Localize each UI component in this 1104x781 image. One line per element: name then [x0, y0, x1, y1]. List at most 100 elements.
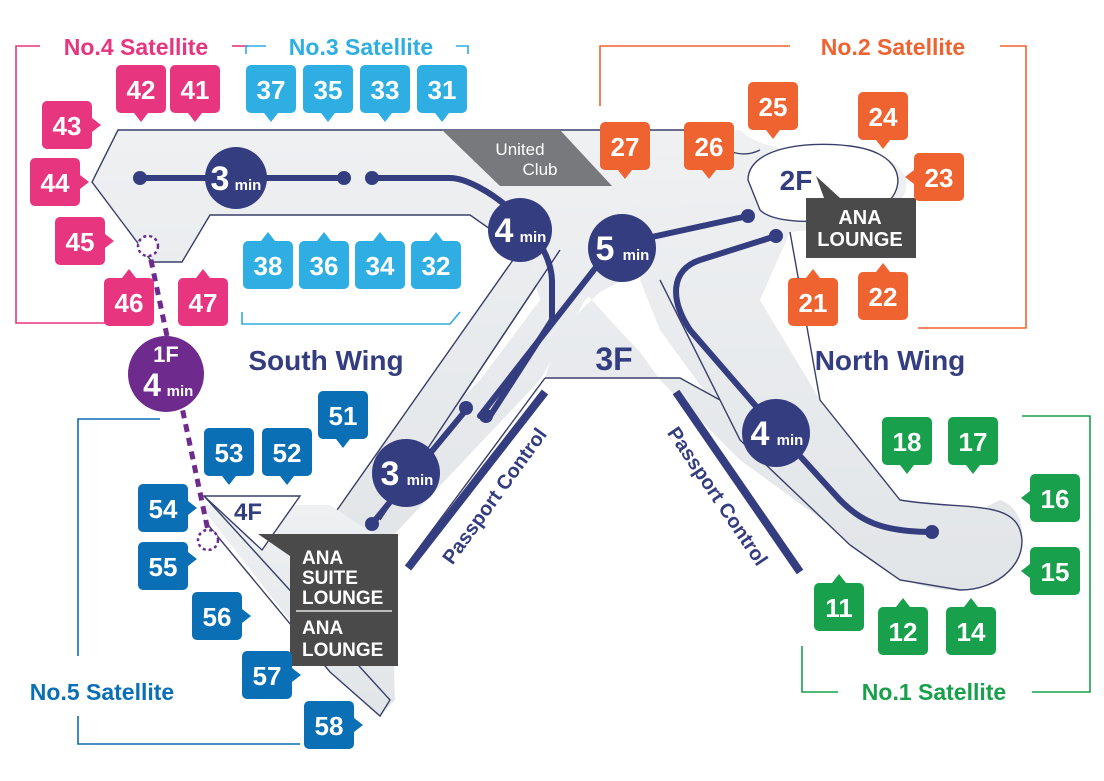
svg-text:15: 15 — [1041, 557, 1070, 587]
gate-51[interactable]: 51 — [318, 391, 368, 448]
svg-text:LOUNGE: LOUNGE — [302, 640, 383, 661]
gate-27[interactable]: 27 — [600, 122, 650, 179]
satellite-label-2: No.2 Satellite — [821, 34, 965, 60]
south-wing-label: South Wing — [248, 345, 403, 376]
svg-text:min: min — [520, 229, 547, 246]
gate-26[interactable]: 26 — [684, 122, 734, 179]
gate-56[interactable]: 56 — [192, 592, 251, 640]
svg-text:LOUNGE: LOUNGE — [302, 588, 383, 609]
svg-text:43: 43 — [53, 111, 82, 141]
gate-31[interactable]: 31 — [417, 65, 467, 122]
svg-text:min: min — [167, 383, 194, 400]
svg-text:47: 47 — [189, 288, 218, 318]
walk-time-south-left: 3 min — [205, 147, 267, 209]
svg-text:33: 33 — [371, 75, 400, 105]
north-wing-label: North Wing — [815, 345, 966, 376]
floor-label-3f: 3F — [595, 341, 632, 377]
svg-text:22: 22 — [869, 282, 898, 312]
svg-text:35: 35 — [314, 75, 343, 105]
svg-text:23: 23 — [925, 163, 954, 193]
svg-text:58: 58 — [315, 711, 344, 741]
ana-lounge-north[interactable]: ANA LOUNGE — [806, 176, 916, 258]
satellite-label-1: No.1 Satellite — [862, 679, 1006, 705]
satellite-label-4: No.4 Satellite — [64, 34, 208, 60]
gate-33[interactable]: 33 — [360, 65, 410, 122]
gate-12[interactable]: 12 — [878, 598, 928, 655]
passport-control-bar-left — [404, 389, 549, 571]
svg-text:ANA: ANA — [838, 207, 881, 229]
gate-35[interactable]: 35 — [303, 65, 353, 122]
gate-22[interactable]: 22 — [858, 263, 908, 320]
gate-16[interactable]: 16 — [1021, 474, 1080, 522]
gate-32[interactable]: 32 — [411, 232, 461, 289]
gate-14[interactable]: 14 — [946, 598, 996, 655]
gate-54[interactable]: 54 — [138, 484, 197, 532]
gate-17[interactable]: 17 — [948, 417, 998, 474]
svg-text:17: 17 — [959, 427, 988, 457]
ana-suite-lounge[interactable]: ANA SUITE LOUNGE ANA LOUNGE — [258, 534, 398, 666]
gate-38[interactable]: 38 — [243, 232, 293, 289]
floor-label-2f: 2F — [780, 165, 813, 196]
gate-47[interactable]: 47 — [178, 269, 228, 326]
svg-text:21: 21 — [799, 288, 828, 318]
svg-text:SUITE: SUITE — [302, 568, 358, 589]
svg-text:4: 4 — [143, 367, 161, 403]
svg-text:24: 24 — [869, 102, 898, 132]
svg-text:44: 44 — [41, 168, 70, 198]
united-club[interactable]: United Club — [442, 130, 612, 186]
gate-36[interactable]: 36 — [299, 232, 349, 289]
gate-53[interactable]: 53 — [204, 428, 254, 485]
gate-18[interactable]: 18 — [882, 417, 932, 474]
gate-25[interactable]: 25 — [748, 82, 798, 139]
walk-time-1f: 1F 4 min — [128, 336, 204, 412]
gate-55[interactable]: 55 — [138, 542, 197, 590]
gate-46[interactable]: 46 — [104, 269, 154, 326]
svg-text:5: 5 — [596, 230, 615, 268]
svg-text:32: 32 — [422, 251, 451, 281]
svg-text:41: 41 — [181, 75, 210, 105]
gate-11[interactable]: 11 — [814, 574, 864, 631]
svg-text:min: min — [777, 432, 804, 449]
walk-time-center: 5 min — [588, 214, 656, 282]
svg-text:42: 42 — [127, 75, 156, 105]
gate-24[interactable]: 24 — [858, 92, 908, 149]
svg-text:53: 53 — [215, 438, 244, 468]
satellite-brackets — [15, 45, 1091, 745]
svg-text:31: 31 — [428, 75, 457, 105]
gate-34[interactable]: 34 — [355, 232, 405, 289]
gate-23[interactable]: 23 — [905, 153, 964, 201]
gate-45[interactable]: 45 — [55, 217, 114, 265]
svg-text:3: 3 — [381, 455, 400, 493]
gate-43[interactable]: 43 — [42, 101, 101, 149]
gate-52[interactable]: 52 — [262, 428, 312, 485]
svg-text:11: 11 — [825, 593, 853, 623]
svg-text:37: 37 — [257, 75, 286, 105]
united-club-line1: United — [495, 140, 544, 159]
svg-text:12: 12 — [889, 617, 918, 647]
floor-label-4f: 4F — [234, 499, 262, 526]
gate-42[interactable]: 42 — [116, 65, 166, 122]
gate-57[interactable]: 57 — [242, 651, 301, 699]
route-endpoints — [133, 171, 939, 539]
route-1f — [136, 234, 220, 552]
satellite-label-3: No.3 Satellite — [289, 34, 433, 60]
svg-text:56: 56 — [203, 602, 232, 632]
gate-58[interactable]: 58 — [304, 701, 363, 749]
gate-21[interactable]: 21 — [788, 269, 838, 326]
united-club-line2: Club — [523, 160, 558, 179]
walk-time-north-lower: 4 min — [742, 399, 810, 467]
gate-44[interactable]: 44 — [30, 158, 89, 206]
svg-text:57: 57 — [253, 661, 282, 691]
svg-text:46: 46 — [115, 288, 144, 318]
svg-text:34: 34 — [366, 251, 395, 281]
satellite-label-5: No.5 Satellite — [30, 679, 174, 705]
gate-41[interactable]: 41 — [170, 65, 220, 122]
walk-time-south-lower: 3 min — [372, 439, 440, 507]
gate-15[interactable]: 15 — [1021, 547, 1080, 595]
svg-text:ANA: ANA — [302, 618, 343, 639]
svg-text:36: 36 — [310, 251, 339, 281]
gate-37[interactable]: 37 — [246, 65, 296, 122]
svg-text:45: 45 — [66, 227, 95, 257]
walk-time-south-mid: 4 min — [488, 198, 552, 262]
